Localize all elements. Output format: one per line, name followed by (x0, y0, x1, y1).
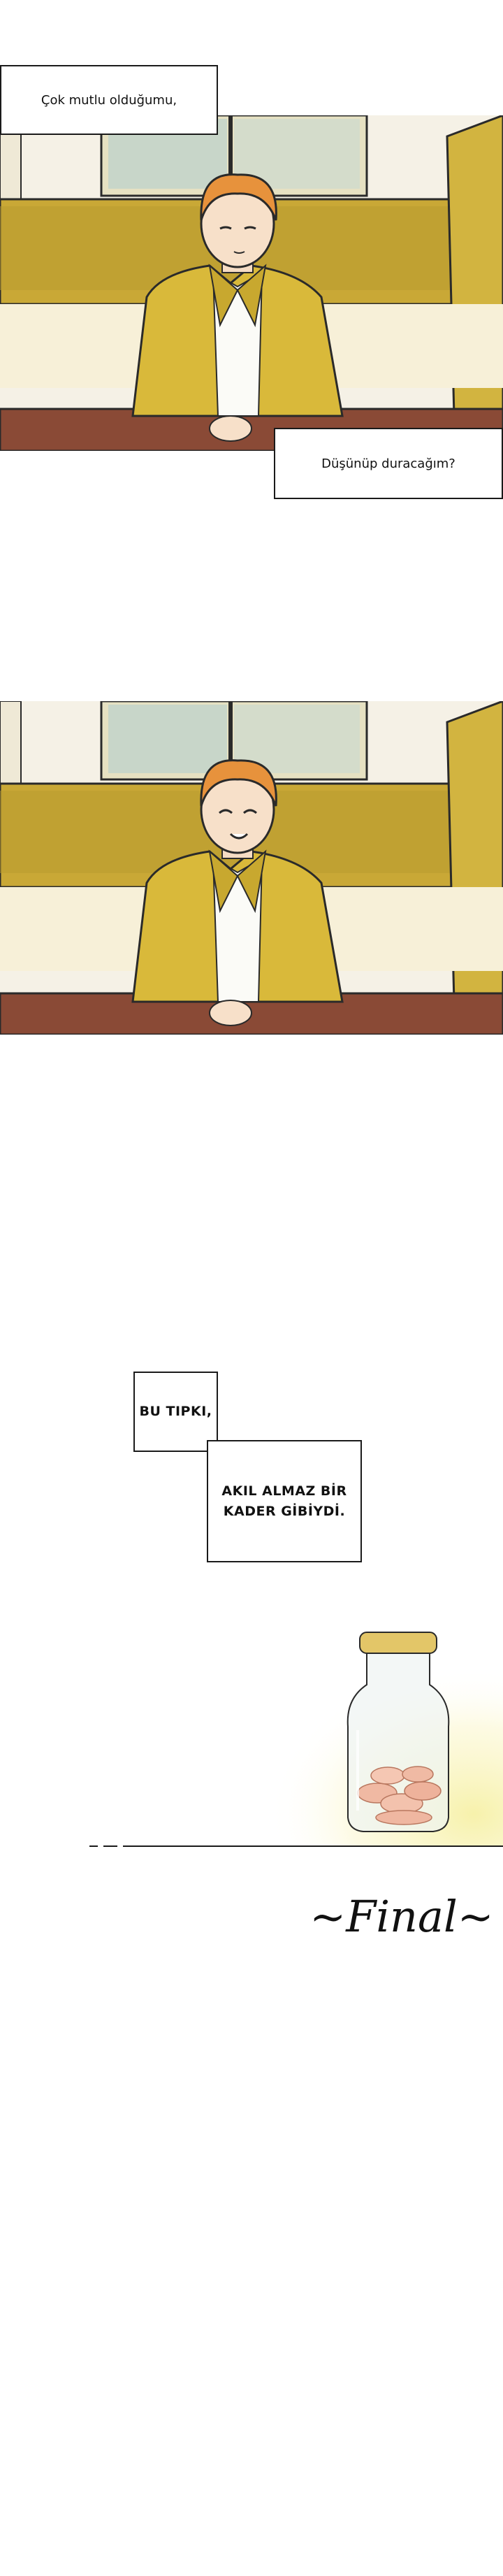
caption-1-text: Çok mutlu olduğumu, (41, 92, 177, 108)
panel-1-illustration (0, 115, 503, 451)
jar-scene (0, 1608, 503, 1859)
caption-box-4: AKIL ALMAZ BİR KADER GİBİYDİ. (207, 1440, 362, 1562)
caption-3-text: BU TIPKI, (139, 1404, 212, 1420)
divider-dash-2 (103, 1845, 117, 1847)
caption-box-3: BU TIPKI, (133, 1372, 218, 1452)
caption-4-line-2: KADER GİBİYDİ. (223, 1503, 346, 1519)
divider-dash-1 (89, 1845, 98, 1847)
jar-illustration (210, 1632, 503, 1845)
caption-2-text: Düşünüp duracağım? (321, 456, 455, 471)
caption-box-2: Düşünüp duracağım? (274, 428, 503, 499)
panel-2-illustration (0, 701, 503, 1035)
caption-box-1: Çok mutlu olduğumu, (0, 65, 218, 135)
comic-panel-2 (0, 701, 503, 1035)
comic-panel-1 (0, 115, 503, 451)
final-title: ~Final~ (309, 1891, 494, 1942)
caption-4-line-1: AKIL ALMAZ BİR (221, 1483, 347, 1499)
divider-line (123, 1845, 503, 1847)
